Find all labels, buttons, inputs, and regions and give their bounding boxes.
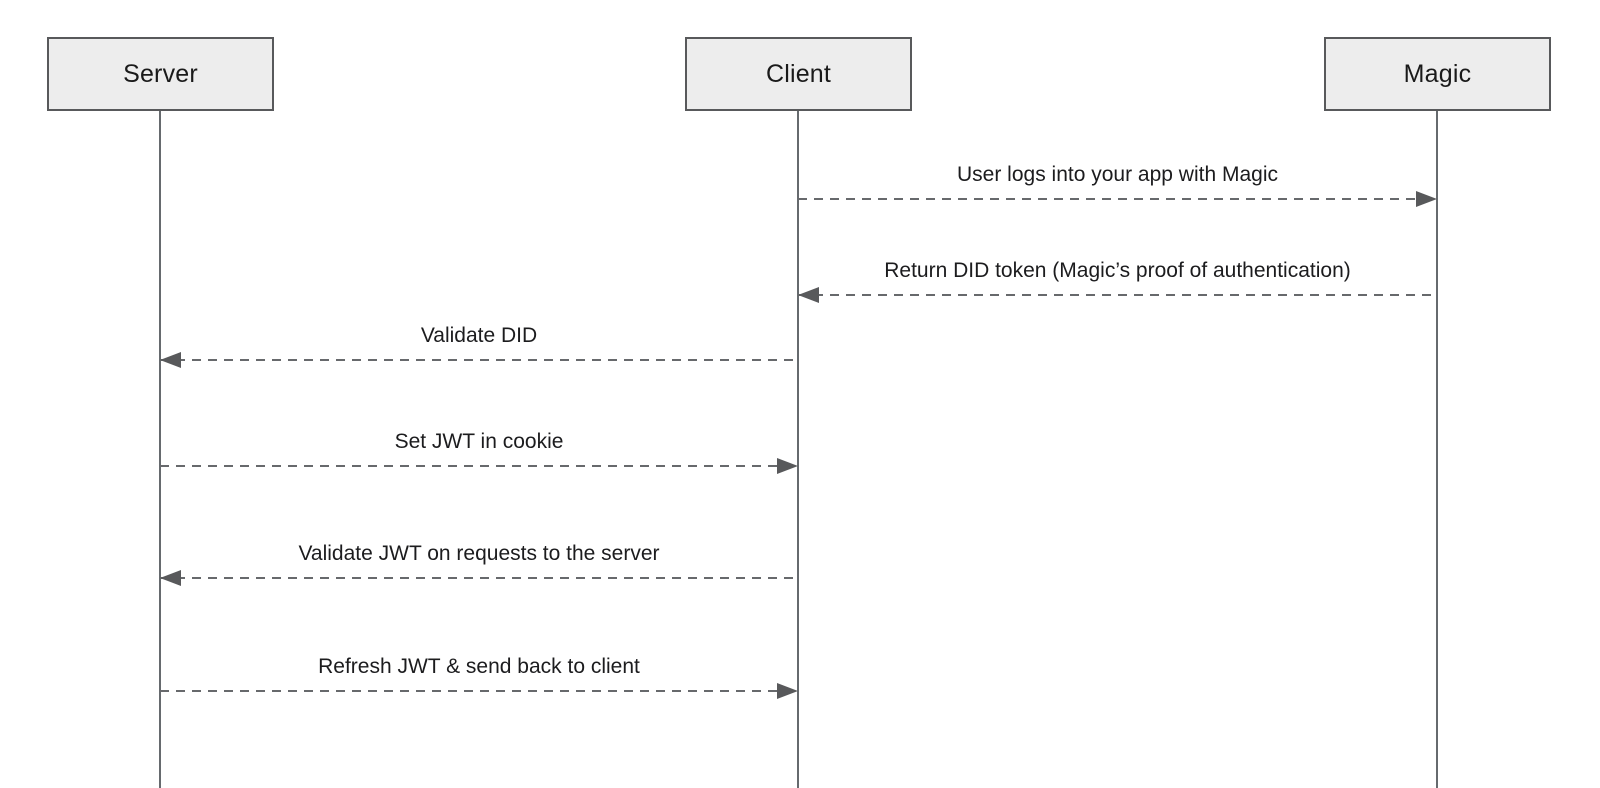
dashed-message-line — [160, 359, 798, 361]
actor-label-magic: Magic — [1403, 59, 1472, 88]
actor-label-client: Client — [765, 59, 832, 88]
message-label: Validate JWT on requests to the server — [298, 542, 660, 565]
dashed-message-line — [798, 294, 1437, 296]
dashed-message-line — [160, 690, 798, 692]
message-label: User logs into your app with Magic — [957, 163, 1278, 186]
lifeline-server — [159, 111, 161, 788]
arrowhead-right-icon — [777, 458, 798, 474]
message-label: Return DID token (Magic’s proof of authe… — [884, 259, 1351, 282]
arrowhead-left-icon — [160, 352, 181, 368]
message-label: Set JWT in cookie — [394, 430, 564, 453]
lifeline-client — [797, 111, 799, 788]
lifeline-magic — [1436, 111, 1438, 788]
arrowhead-left-icon — [798, 287, 819, 303]
actor-label-server: Server — [123, 59, 198, 88]
dashed-message-line — [160, 577, 798, 579]
dashed-message-line — [798, 198, 1437, 200]
dashed-message-line — [160, 465, 798, 467]
message-label: Refresh JWT & send back to client — [318, 655, 640, 678]
actor-box-server: Server — [47, 37, 274, 111]
arrowhead-left-icon — [160, 570, 181, 586]
actor-box-magic: Magic — [1324, 37, 1551, 111]
arrowhead-right-icon — [777, 683, 798, 699]
actor-box-client: Client — [685, 37, 912, 111]
arrowhead-right-icon — [1416, 191, 1437, 207]
message-label: Validate DID — [420, 324, 538, 347]
